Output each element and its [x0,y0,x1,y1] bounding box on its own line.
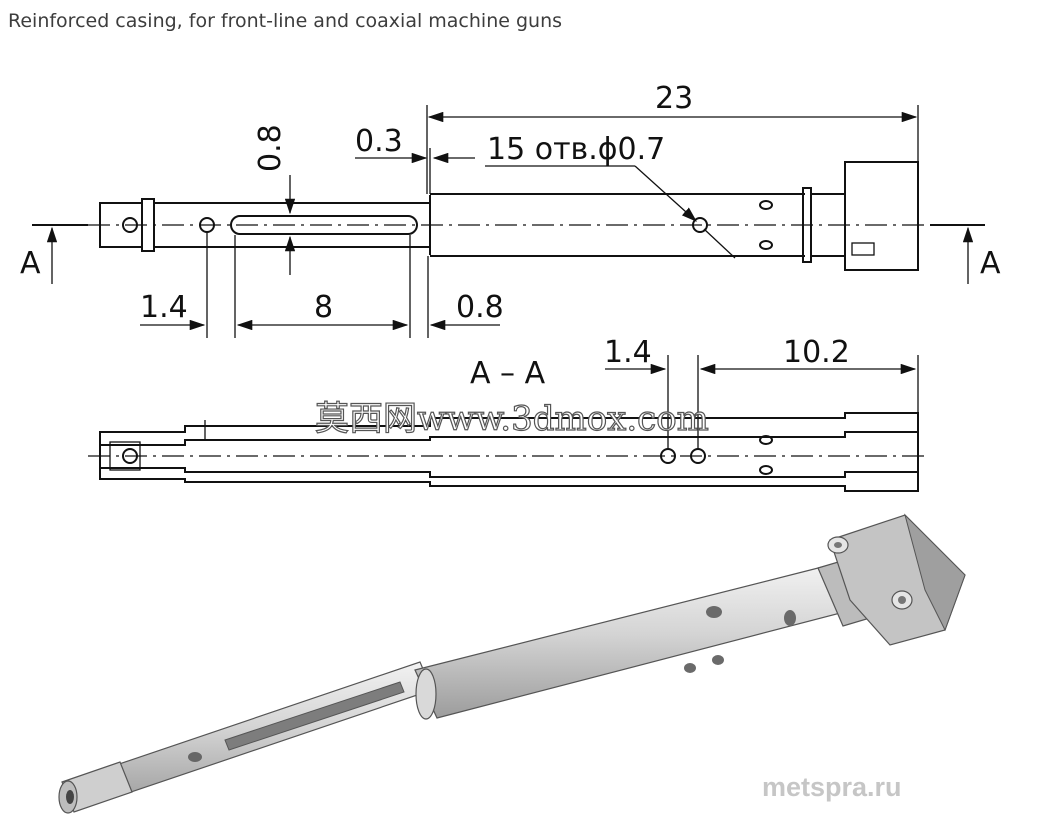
dim-hole-offset: 1.4 [140,290,188,325]
dim-section-length: 10.2 [783,335,850,370]
part-3d-render [58,513,966,814]
figure-caption: Reinforced casing, for front-line and co… [8,10,563,32]
section-title: A – A [470,356,546,391]
dim-total: 23 [655,81,693,116]
dim-step: 0.3 [355,124,403,159]
dim-slot-length: 8 [314,290,333,325]
section-mark-left: A [20,246,41,281]
dim-holes-note: 15 отв.ϕ0.7 [487,132,665,167]
dim-slot-width: 0.8 [253,124,288,172]
watermark-corner: metspra.ru [762,772,902,802]
side-view: A A 23 0.3 15 отв.ϕ0.7 0.8 [20,81,1001,338]
dim-gap: 0.8 [456,290,504,325]
watermark-center: 莫西网www.3dmox.com [315,399,709,439]
section-mark-right: A [980,246,1001,281]
section-view: A – A 1.4 10.2 [88,335,930,492]
dim-section-offset: 1.4 [604,335,652,370]
